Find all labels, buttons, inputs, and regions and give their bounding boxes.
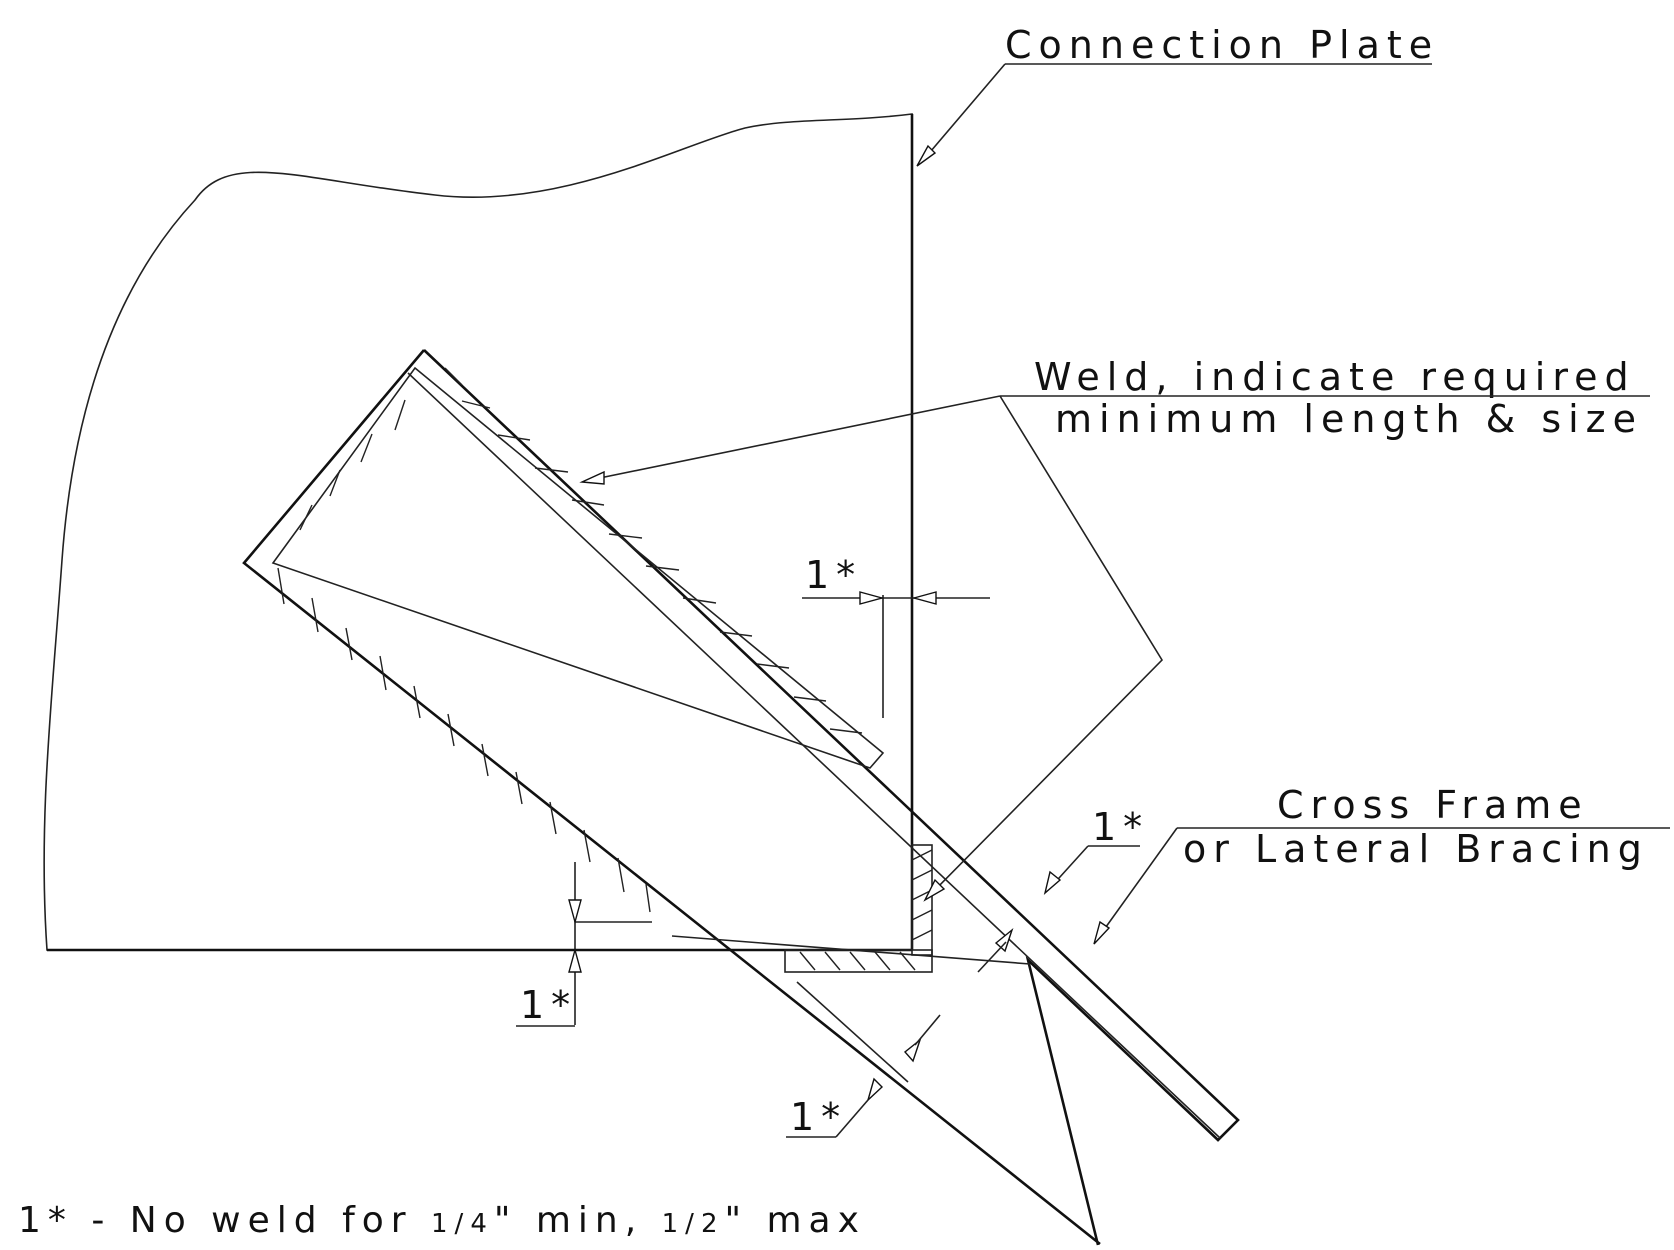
weld-arrow-upper-icon — [579, 470, 605, 485]
gap-top-arrow-right-icon — [911, 591, 937, 605]
gap-right-arrow-a-icon — [1043, 870, 1062, 895]
gap-left-arrow-up-icon — [568, 899, 582, 925]
gap-bottom-leader — [835, 1099, 869, 1138]
cross-frame-label-line2: or Lateral Bracing — [1183, 827, 1649, 871]
left-weld-hatch — [299, 399, 406, 531]
weld-label-line1: Weld, indicate required — [1034, 355, 1636, 399]
angle-leg-outline — [242, 349, 1240, 1246]
cross-frame-arrow-icon — [1093, 920, 1111, 945]
gap-bottom-arrow-b-icon — [866, 1077, 884, 1103]
gap-mark-right: 1* — [1092, 805, 1149, 849]
footnote-mid: " min, — [494, 1200, 662, 1241]
gap-left-arrow-down-icon — [568, 947, 582, 973]
footnote-quarter: 1/4 — [431, 1209, 494, 1239]
connection-plate-leader — [924, 63, 1006, 159]
corner-weld-vertical-hatch — [911, 849, 933, 941]
corner-weld-horizontal — [784, 949, 933, 973]
connection-plate-arrow-icon — [916, 144, 937, 167]
weld-label-line2: minimum length & size — [1055, 397, 1643, 441]
footnote-end: " max — [724, 1200, 865, 1241]
gusset-plate-outline — [43, 113, 913, 951]
weld-arrow-lower-icon — [923, 878, 946, 902]
upper-weld-hatch — [444, 367, 863, 734]
footnote: 1* - No weld for 1/4" min, 1/2" max — [18, 1200, 866, 1241]
gap-bottom-arrow-a-icon — [903, 1037, 922, 1063]
lower-weld-hatch — [277, 567, 651, 913]
footnote-mark: 1* - No weld for — [18, 1200, 431, 1241]
cross-frame-leader — [1097, 827, 1178, 939]
cross-frame-label-line1: Cross Frame — [1277, 783, 1589, 827]
weld-leader-upper — [589, 395, 1001, 481]
gap-right-ext — [977, 941, 1007, 973]
gap-mark-left: 1* — [520, 983, 577, 1027]
gap-bottom-ext-line — [796, 981, 909, 1083]
corner-weld-horizontal-hatch — [799, 951, 916, 971]
angle-inner-outline — [271, 366, 885, 769]
angle-back-line — [407, 372, 1221, 1139]
gap-bottom-ext-line2 — [914, 1014, 941, 1046]
gap-mark-top: 1* — [805, 553, 862, 597]
weld-leader-lower — [929, 395, 1164, 896]
gap-top-arrow-left-icon — [859, 591, 885, 605]
gap-mark-bottom: 1* — [790, 1095, 847, 1139]
connection-plate-label: Connection Plate — [1005, 23, 1439, 67]
footnote-half: 1/2 — [662, 1209, 725, 1239]
